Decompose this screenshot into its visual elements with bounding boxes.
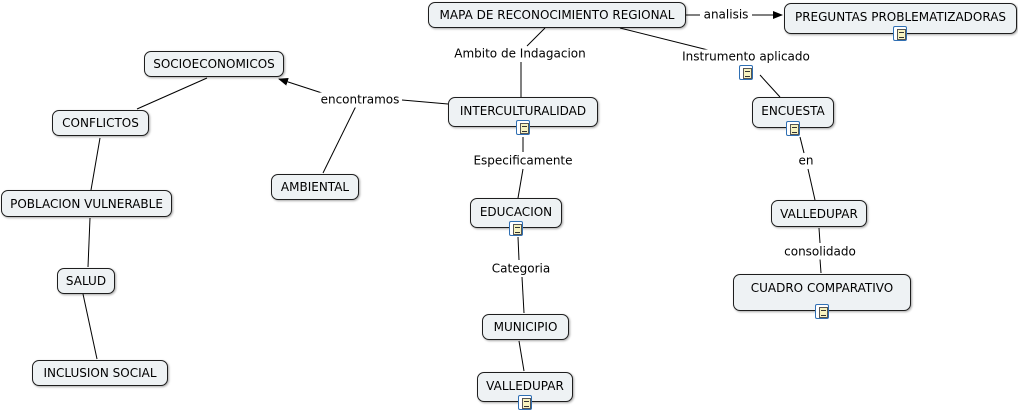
edge-especificamente-educacion: [517, 168, 524, 199]
node-socioeconomicos[interactable]: SOCIOECONOMICOS: [144, 51, 284, 77]
edge-encontramos-socioeconomicos: [278, 77, 323, 94]
link-label-ambito: Ambito de Indagacion: [453, 46, 587, 62]
document-icon[interactable]: [739, 65, 753, 80]
node-salud[interactable]: SALUD: [57, 268, 115, 294]
edge-encontramos-ambiental: [322, 105, 357, 174]
node-interculturalidad-label: INTERCULTURALIDAD: [459, 104, 587, 118]
link-label-consolidado: consolidado: [783, 244, 857, 260]
edge-municipio-valledupar: [518, 340, 525, 372]
link-label-encontramos: encontramos: [319, 92, 401, 108]
edge-interculturalidad-encontramos: [401, 99, 449, 105]
node-preguntas[interactable]: PREGUNTAS PROBLEMATIZADORAS: [784, 3, 1017, 34]
node-poblacion-vulnerable[interactable]: POBLACION VULNERABLE: [1, 190, 172, 217]
node-inclusion-social[interactable]: INCLUSION SOCIAL: [32, 360, 168, 386]
link-label-instrumento: Instrumento aplicado: [681, 49, 811, 65]
link-label-en: en: [797, 153, 815, 169]
node-cuadro-label: CUADRO COMPARATIVO: [750, 281, 894, 295]
document-icon[interactable]: [518, 395, 532, 410]
document-icon[interactable]: [786, 121, 800, 136]
document-icon[interactable]: [893, 26, 907, 41]
node-conflictos[interactable]: CONFLICTOS: [52, 110, 149, 136]
node-interculturalidad[interactable]: INTERCULTURALIDAD: [448, 97, 598, 127]
edge-en-valledupar: [807, 168, 816, 201]
edge-encuesta-en: [799, 136, 805, 154]
edge-salud-inclusion: [82, 293, 98, 360]
node-educacion-label: EDUCACION: [479, 205, 553, 219]
edge-socio-conflictos: [136, 77, 208, 110]
document-icon[interactable]: [509, 221, 523, 236]
document-icon[interactable]: [516, 120, 530, 135]
node-valledupar-right[interactable]: VALLEDUPAR: [771, 200, 867, 227]
edge-categoria-municipio: [521, 276, 525, 314]
link-label-especificamente: Especificamente: [472, 153, 574, 169]
edge-mapa-instrumento: [619, 27, 713, 52]
edge-instrumento-encuesta: [759, 74, 781, 98]
document-icon[interactable]: [815, 304, 829, 319]
edge-valledupar-consolidado: [818, 227, 821, 244]
edge-conflictos-poblacion: [90, 137, 101, 191]
node-preguntas-label: PREGUNTAS PROBLEMATIZADORAS: [794, 10, 1007, 24]
edge-consolidado-cuadro: [819, 258, 822, 274]
node-mapa-reconocimiento[interactable]: MAPA DE RECONOCIMIENTO REGIONAL: [428, 2, 686, 28]
link-label-analisis: analisis: [702, 7, 750, 23]
node-ambiental[interactable]: AMBIENTAL: [271, 174, 359, 200]
node-valledupar-center-label: VALLEDUPAR: [486, 379, 564, 393]
node-municipio[interactable]: MUNICIPIO: [482, 314, 569, 340]
link-label-categoria: Categoria: [490, 261, 552, 277]
edge-educacion-categoria: [517, 236, 520, 261]
node-encuesta-label: ENCUESTA: [761, 104, 825, 118]
edge-mapa-ambito: [526, 27, 546, 47]
edge-poblacion-salud: [87, 217, 91, 268]
node-educacion[interactable]: EDUCACION: [470, 198, 562, 228]
